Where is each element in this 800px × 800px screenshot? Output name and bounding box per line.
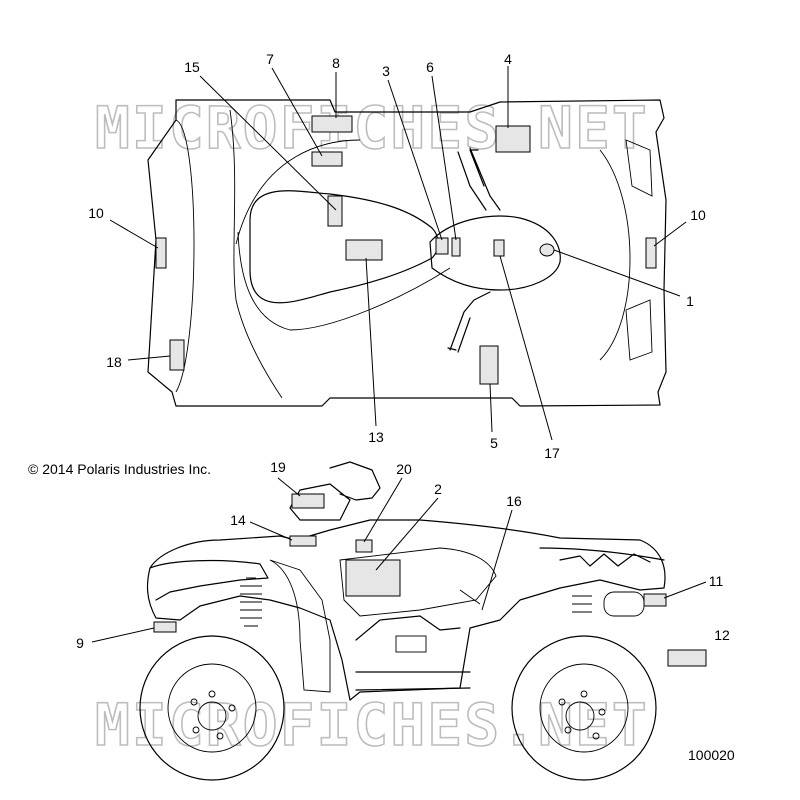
decal-7: [311, 151, 343, 167]
callout-11: 11: [709, 573, 724, 589]
callout-14: 14: [230, 512, 246, 528]
callout-7: 7: [266, 51, 274, 67]
callout-3: 3: [382, 63, 390, 79]
decal-20: [355, 539, 373, 553]
copyright-text: © 2014 Polaris Industries Inc.: [28, 461, 211, 477]
decal-12: [667, 649, 707, 667]
callout-19: 19: [270, 459, 286, 475]
decal-3: [435, 237, 449, 255]
watermark-top: MICROFICHES.NET: [95, 94, 649, 162]
callout-6: 6: [426, 59, 434, 75]
callout-13: 13: [368, 429, 384, 445]
callout-1: 1: [686, 293, 694, 309]
decal-10-right: [645, 237, 657, 269]
decal-1: [539, 243, 555, 257]
decal-14: [289, 535, 317, 547]
callout-18: 18: [106, 354, 122, 370]
watermark-bottom: MICROFICHES.NET: [95, 691, 649, 759]
callout-9: 9: [76, 635, 84, 651]
callout-10-left: 10: [88, 205, 104, 221]
decal-13: [345, 239, 383, 261]
figure-number: 100020: [688, 747, 735, 763]
decal-2: [345, 559, 401, 597]
atv-side-view: [139, 461, 707, 781]
side-leaders: [91, 477, 707, 643]
decal-10-left: [155, 237, 167, 269]
callout-15: 15: [184, 59, 200, 75]
console-outline: [429, 215, 561, 291]
callout-5: 5: [490, 435, 498, 451]
callout-16: 16: [506, 493, 522, 509]
decal-15: [327, 195, 343, 227]
top-leaders: [109, 66, 687, 441]
callout-10-right: 10: [690, 207, 706, 223]
callout-4: 4: [504, 51, 512, 67]
decal-9: [153, 621, 177, 633]
decal-5: [479, 345, 499, 385]
atv-top-view: [147, 99, 667, 407]
callout-2: 2: [434, 481, 442, 497]
callout-20: 20: [396, 461, 412, 477]
callout-17: 17: [544, 445, 560, 461]
decal-4: [495, 125, 531, 153]
decal-19: [291, 493, 325, 509]
decal-8: [311, 115, 353, 133]
decal-6: [451, 237, 461, 257]
callouts: 15 7 8 3 6 4 10 10 1 18 13 5 17 19 20 2 …: [76, 51, 730, 651]
decal-17: [493, 239, 505, 257]
decal-11: [643, 593, 667, 607]
callout-8: 8: [332, 55, 340, 71]
decal-18: [169, 339, 185, 371]
callout-12: 12: [714, 627, 730, 643]
seat-outline: [249, 190, 439, 304]
